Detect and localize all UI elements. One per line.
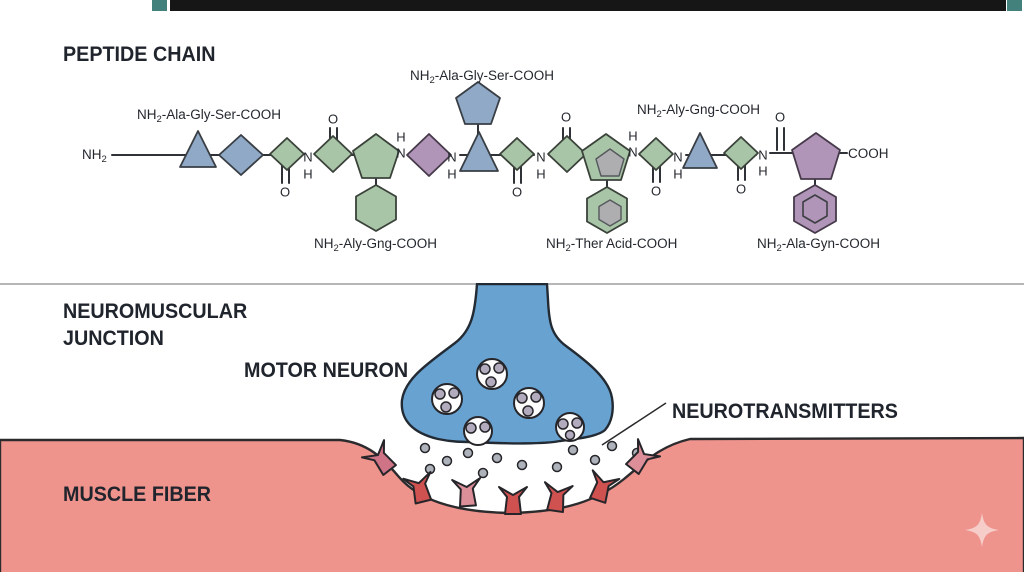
- receptor-icon: [451, 477, 482, 508]
- neurotransmitters-pointer-line: [601, 402, 667, 446]
- fusing-vesicles: [463, 412, 585, 446]
- amino-triangle-1: [179, 130, 217, 168]
- hydrogen-atom: H: [303, 166, 313, 182]
- receptor-icon: [360, 439, 397, 476]
- benzene-inner-ring: [802, 194, 828, 224]
- amino-diamond-blue: [218, 134, 264, 176]
- label-ala-gly-ser-1: NH2-Ala-Gly-Ser-COOH: [137, 107, 282, 125]
- neurotransmitters-label: NEUROTRANSMITTERS: [672, 400, 898, 423]
- acetylcholine-receptors: [360, 438, 662, 515]
- label-aly-gng-bottom: NH2-Aly-Gng-COOH: [314, 236, 438, 254]
- hydrogen-atom: H: [447, 166, 457, 182]
- hydrogen-atom: H: [396, 129, 406, 145]
- side-pentagon-blue: [455, 81, 501, 125]
- oxygen-atom: O: [650, 183, 662, 199]
- oxygen-atom: O: [511, 184, 523, 200]
- nitrogen-atom: N: [303, 149, 313, 165]
- neurotransmitter-molecules: [419, 440, 643, 479]
- nitrogen-atom: N: [396, 145, 406, 161]
- topbar-accent-right: [1007, 0, 1022, 11]
- receptor-icon: [402, 470, 433, 505]
- hexagon-shade: [598, 199, 622, 227]
- amino-diamond-purple: [406, 133, 452, 177]
- pentagon-shade: [595, 148, 625, 177]
- receptor-icon: [543, 481, 574, 513]
- carbonyl-diamond-1: [269, 137, 305, 171]
- carbonyl-diamond-4: [723, 136, 759, 170]
- nitrogen-atom: N: [758, 147, 768, 163]
- nitrogen-atom: N: [628, 144, 638, 160]
- side-pentagon-1: [352, 133, 400, 179]
- benzene-hexagon: [793, 184, 837, 234]
- nitrogen-atom: N: [447, 149, 457, 165]
- junction-title-line2: JUNCTION: [63, 327, 164, 350]
- carbonyl-diamond-2: [499, 137, 535, 171]
- amino-triangle-3: [682, 132, 718, 169]
- motor-neuron-label: MOTOR NEURON: [244, 359, 409, 382]
- synaptic-vesicles: [431, 358, 545, 419]
- nitrogen-atom: N: [673, 149, 683, 165]
- junction-title-line1: NEUROMUSCULAR: [63, 300, 248, 323]
- amino-triangle-2: [459, 131, 499, 172]
- oxygen-atom: O: [560, 109, 572, 125]
- topbar-accent-left: [152, 0, 167, 11]
- amino-diamond-green-2: [547, 135, 587, 173]
- label-aly-gng-top: NH2-Aly-Gng-COOH: [637, 102, 761, 120]
- muscle-fiber-label: MUSCLE FIBER: [63, 483, 212, 506]
- hydrogen-atom: H: [758, 163, 768, 179]
- peptide-chain-diagram: [111, 81, 848, 234]
- oxygen-atom: O: [735, 181, 747, 197]
- label-ala-gyn: NH2-Ala-Gyn-COOH: [757, 236, 881, 254]
- hydrogen-atom: H: [628, 128, 638, 144]
- receptor-icon: [498, 486, 528, 515]
- side-hexagon-1: [355, 184, 397, 232]
- nitrogen-atom: N: [536, 149, 546, 165]
- label-nh2-start: NH2: [82, 147, 107, 165]
- amino-diamond-green-1: [313, 135, 353, 173]
- receptor-icon: [625, 438, 662, 475]
- neuromuscular-junction-diagram: [0, 283, 1024, 572]
- side-pentagon-purple: [791, 132, 841, 180]
- label-ther-acid: NH2-Ther Acid-COOH: [546, 236, 678, 254]
- oxygen-atom: O: [279, 184, 291, 200]
- receptor-icon: [589, 469, 621, 504]
- oxygen-atom: O: [327, 111, 339, 127]
- peptide-title: PEPTIDE CHAIN: [63, 43, 216, 66]
- amino-acid-shapes: [179, 81, 841, 234]
- carbonyl-diamond-3: [638, 137, 674, 171]
- label-ala-gly-ser-2: NH2-Ala-Gly-Ser-COOH: [410, 68, 555, 86]
- video-progress-bar[interactable]: [170, 0, 1006, 11]
- label-cooh-end: COOH: [848, 146, 889, 161]
- sparkle-icon: [965, 513, 999, 547]
- oxygen-atom: O: [774, 109, 786, 125]
- hydrogen-atom: H: [673, 166, 683, 182]
- hydrogen-atom: H: [536, 166, 546, 182]
